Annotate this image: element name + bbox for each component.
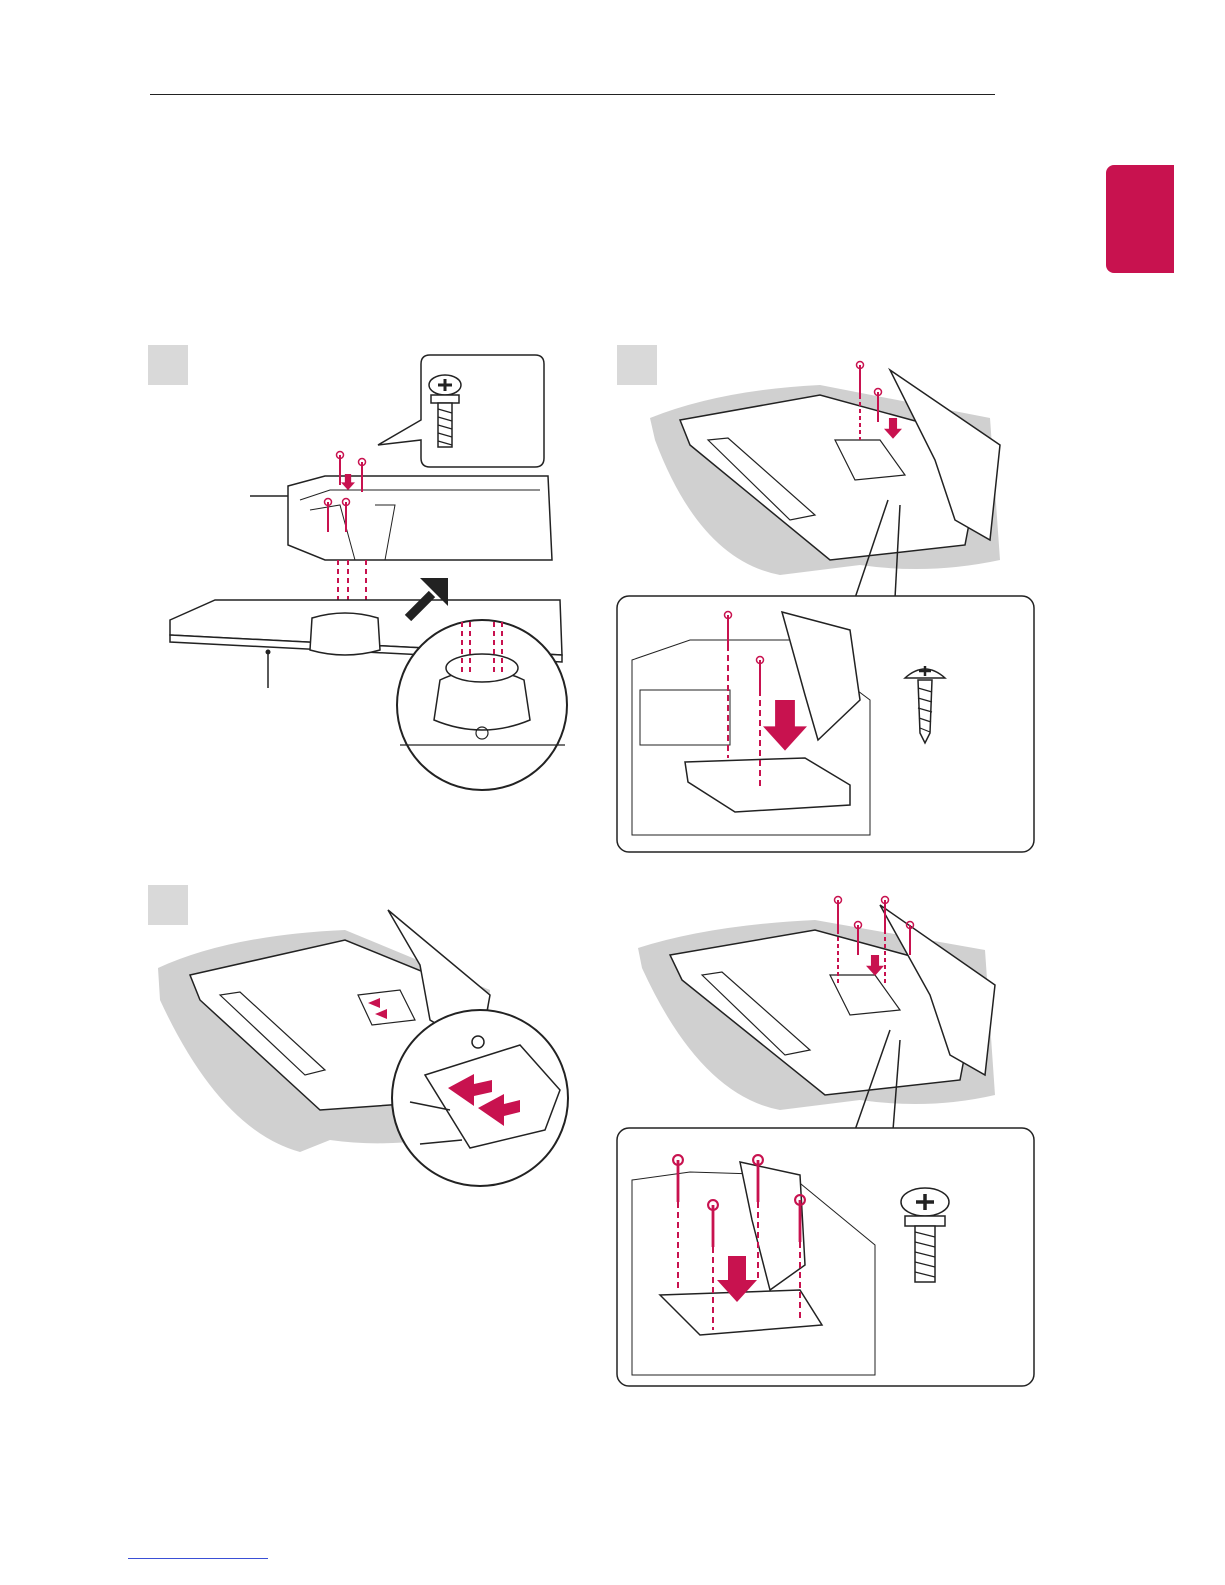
step-2-illustration — [617, 362, 1034, 853]
step-1-illustration — [170, 355, 567, 790]
footer-link-underline[interactable] — [128, 1558, 268, 1559]
step-3-illustration — [158, 910, 568, 1186]
step-4-illustration — [617, 897, 1034, 1387]
